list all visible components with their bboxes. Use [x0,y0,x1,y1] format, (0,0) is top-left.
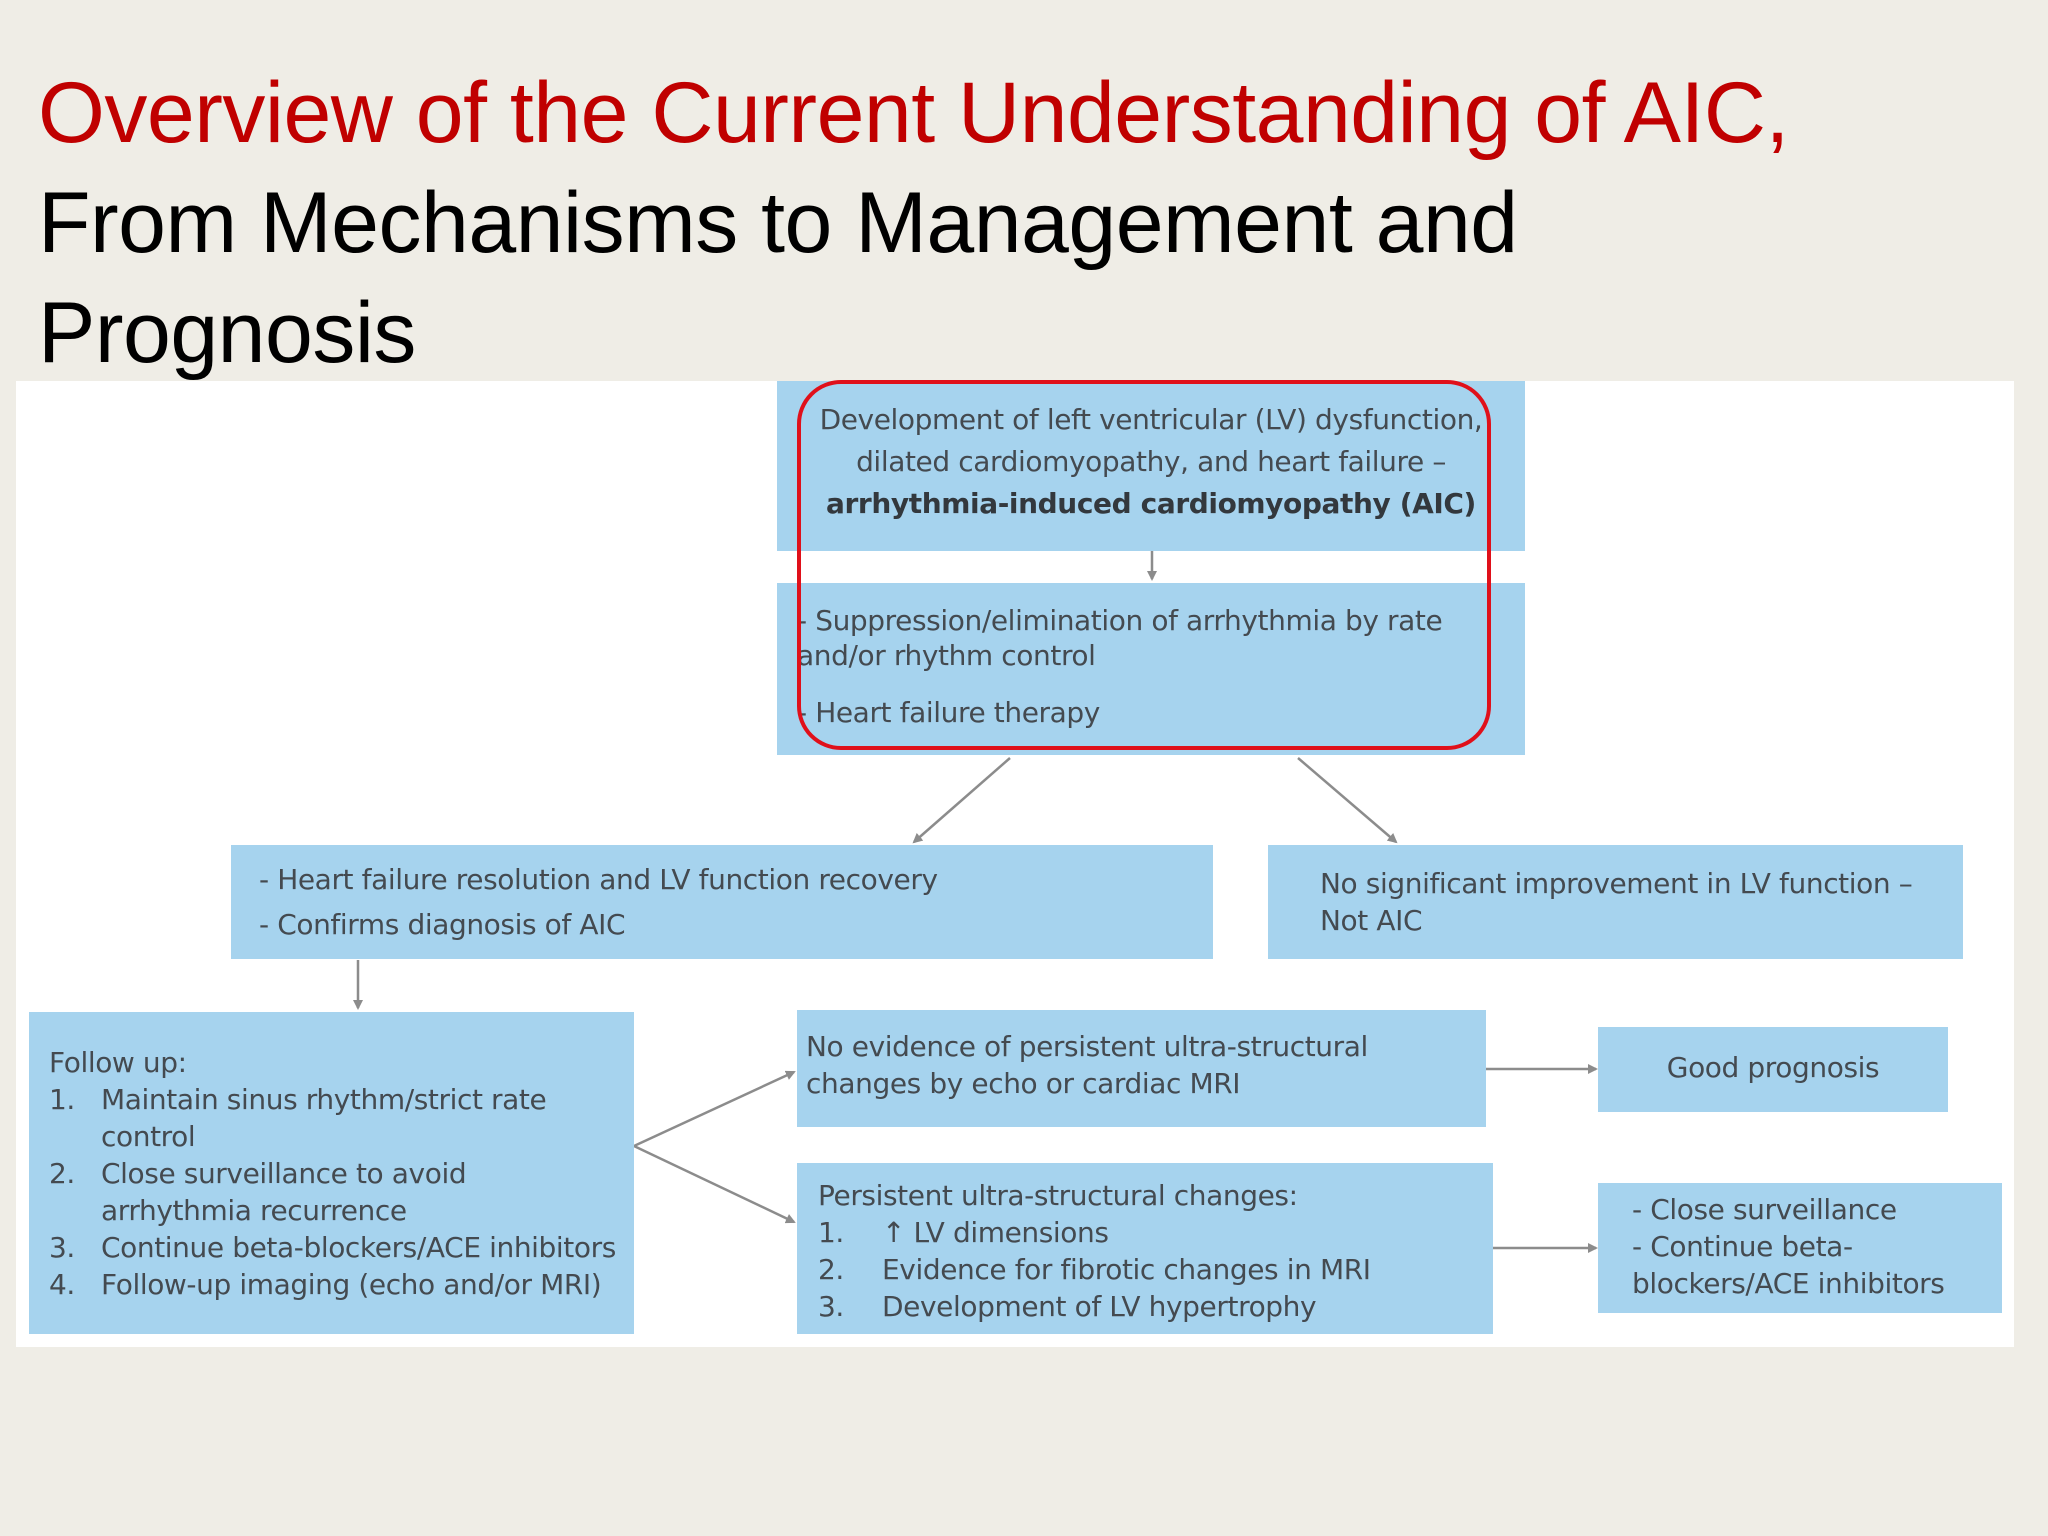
recovery-item-confirms: - Confirms diagnosis of AIC [259,908,626,941]
aic-development-line-3: arrhythmia-induced cardiomyopathy (AIC) [826,487,1476,520]
title-line-3: Prognosis [38,285,416,381]
follow-up-item-number: 4. [49,1268,75,1301]
arrow-follow-up-to-persistent [633,1144,796,1224]
persistent-changes-item-number: 1. [818,1216,844,1249]
follow-up-item: 2. Close surveillance to avoid arrhythmia… [49,1155,618,1229]
follow-up-item-number: 3. [49,1231,75,1264]
therapy-item-arrhythmia-control: - Suppression/elimination of arrhythmia … [797,604,1443,672]
persistent-changes-box: Persistent ultra-structural changes: 1. ↑… [797,1163,1493,1334]
follow-up-box: Follow up: 1. Maintain sinus rhythm/stric… [29,1012,634,1334]
follow-up-item-text: Continue beta-blockers/ACE inhibitors [101,1231,616,1264]
follow-up-item-text: Follow-up imaging (echo and/or MRI) [101,1268,602,1301]
follow-up-item-text: Close surveillance to avoid arrhythmia r… [101,1157,467,1227]
no-changes-text: No evidence of persistent ultra-structur… [806,1030,1368,1100]
persistent-changes-item-number: 3. [818,1290,844,1323]
surveillance-box: - Close surveillance - Continue beta-blo… [1598,1183,2002,1313]
recovery-item-resolution: - Heart failure resolution and LV functi… [259,863,938,896]
follow-up-item-number: 2. [49,1157,75,1190]
recovery-box: - Heart failure resolution and LV functi… [231,845,1213,959]
persistent-changes-item-text: ↑ LV dimensions [882,1216,1109,1249]
persistent-changes-item: 1. ↑ LV dimensions [818,1214,1483,1251]
title-line-2: From Mechanisms to Management and [38,175,1518,271]
aic-development-line-1: Development of left ventricular (LV) dys… [819,403,1483,436]
follow-up-heading: Follow up: [49,1046,187,1079]
no-improvement-box: No significant improvement in LV functio… [1268,845,1963,959]
follow-up-item-text: Maintain sinus rhythm/strict rate contro… [101,1083,547,1153]
follow-up-item: 1. Maintain sinus rhythm/strict rate cont… [49,1081,618,1155]
follow-up-item: 3. Continue beta-blockers/ACE inhibitors [49,1229,618,1266]
good-prognosis-text: Good prognosis [1666,1051,1880,1084]
arrow-therapy-to-recovery [912,757,1011,844]
no-improvement-text: No significant improvement in LV functio… [1320,867,1913,937]
follow-up-item-number: 1. [49,1083,75,1116]
surveillance-item-continue: - Continue beta-blockers/ACE inhibitors [1632,1230,1945,1300]
follow-up-list: 1. Maintain sinus rhythm/strict rate cont… [49,1081,618,1303]
therapy-box: - Suppression/elimination of arrhythmia … [777,583,1525,755]
therapy-item-heart-failure: - Heart failure therapy [797,696,1100,729]
persistent-changes-heading: Persistent ultra-structural changes: [818,1179,1298,1212]
highlight-outline [797,380,1491,750]
arrow-follow-up-to-no-changes [633,1070,796,1148]
surveillance-item-close: - Close surveillance [1632,1193,1897,1226]
persistent-changes-item-text: Evidence for fibrotic changes in MRI [882,1253,1371,1286]
persistent-changes-item-number: 2. [818,1253,844,1286]
aic-development-box: Development of left ventricular (LV) dys… [777,381,1525,551]
no-changes-box: No evidence of persistent ultra-structur… [797,1010,1486,1127]
slide-title: Overview of the Current Understanding of… [38,58,2018,388]
good-prognosis-box: Good prognosis [1598,1027,1948,1112]
persistent-changes-item-text: Development of LV hypertrophy [882,1290,1317,1323]
arrow-therapy-to-no-improvement [1297,757,1398,844]
persistent-changes-item: 3. Development of LV hypertrophy [818,1288,1483,1325]
persistent-changes-list: 1. ↑ LV dimensions 2. Evidence for fibrotic… [818,1214,1483,1325]
persistent-changes-item: 2. Evidence for fibrotic changes in MRI [818,1251,1483,1288]
follow-up-item: 4. Follow-up imaging (echo and/or MRI) [49,1266,618,1303]
aic-development-line-2: dilated cardiomyopathy, and heart failur… [856,445,1446,478]
title-line-1: Overview of the Current Understanding of… [38,65,1789,161]
